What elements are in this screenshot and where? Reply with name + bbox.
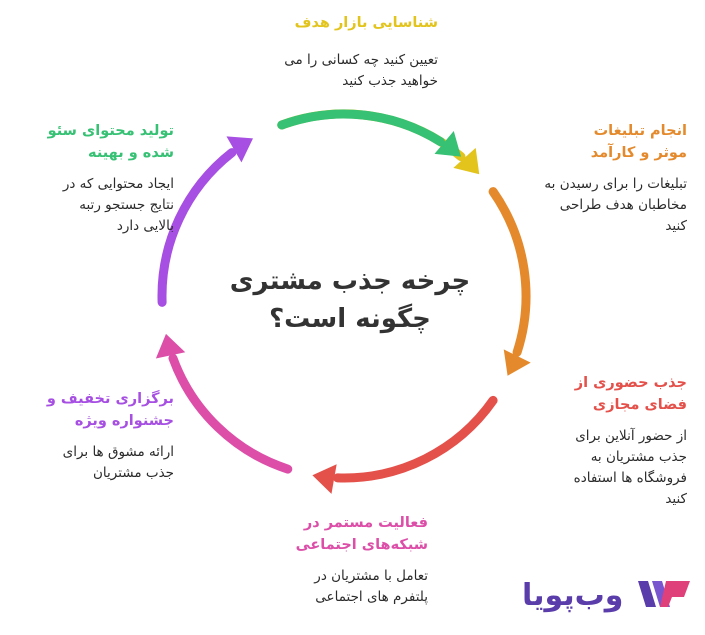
wp-mark-icon: [638, 581, 690, 607]
arrow-orange-head-icon: [503, 349, 531, 376]
stage-5-description: ارائه مشوق ها برای جذب مشتریان: [62, 444, 174, 481]
center-title: چرخه جذب مشتری چگونه است؟: [229, 266, 471, 334]
stage-5-title: برگزاری تخفیف و جشنواره ویژه: [46, 391, 174, 429]
logo: وب‌پویا: [522, 574, 692, 620]
arrow-orange-arc: [488, 187, 531, 357]
stage-2: انجام تبلیغات موثر و کارآمد تبلیغات را ب…: [505, 120, 687, 237]
stage-6-description: ایجاد محتوایی که در نتایج جستجو رتبه بال…: [62, 176, 174, 234]
arrow-pink-arc: [168, 353, 293, 474]
arrow-green-arc: [277, 109, 445, 147]
arrow-purple-arc: [157, 148, 237, 307]
arrow-purple-head-icon: [226, 136, 253, 163]
stage-4-title: فعالیت مستمر در شبکه‌های اجتماعی: [295, 515, 428, 553]
stage-4-description: تعامل با مشتریان در پلتفرم های اجتماعی: [314, 568, 428, 605]
stage-1: شناسایی بازار هدف تعیین کنید چه کسانی را…: [228, 12, 438, 92]
stage-4: فعالیت مستمر در شبکه‌های اجتماعی تعامل ب…: [248, 512, 428, 608]
stage-3: جذب حضوری از فضای مجازی از حضور آنلاین ب…: [505, 372, 687, 510]
stage-1-title: شناسایی بازار هدف: [294, 15, 438, 31]
arrow-pink-head-icon: [155, 333, 186, 359]
stage-6: تولید محتوای سئو شده و بهینه ایجاد محتوا…: [14, 120, 174, 237]
stage-3-description: از حضور آنلاین برای جذب مشتریان به فروشگ…: [573, 428, 687, 507]
arrow-yellow-head-icon: [453, 147, 480, 175]
stage-5: برگزاری تخفیف و جشنواره ویژه ارائه مشوق …: [14, 388, 174, 484]
arrow-red-head-icon: [312, 464, 337, 494]
stage-1-description: تعیین کنید چه کسانی را می خواهید جذب کنی…: [284, 52, 438, 89]
stage-6-title: تولید محتوای سئو شده و بهینه: [47, 123, 174, 161]
arrow-red-arc: [333, 395, 498, 483]
stage-2-title: انجام تبلیغات موثر و کارآمد: [590, 123, 687, 161]
stage-2-description: تبلیغات را برای رسیدن به مخاطبان هدف طرا…: [544, 176, 687, 234]
logo-text: وب‌پویا: [522, 578, 624, 613]
arrow-green-head-icon: [434, 130, 461, 157]
stage-3-title: جذب حضوری از فضای مجازی: [574, 375, 687, 413]
